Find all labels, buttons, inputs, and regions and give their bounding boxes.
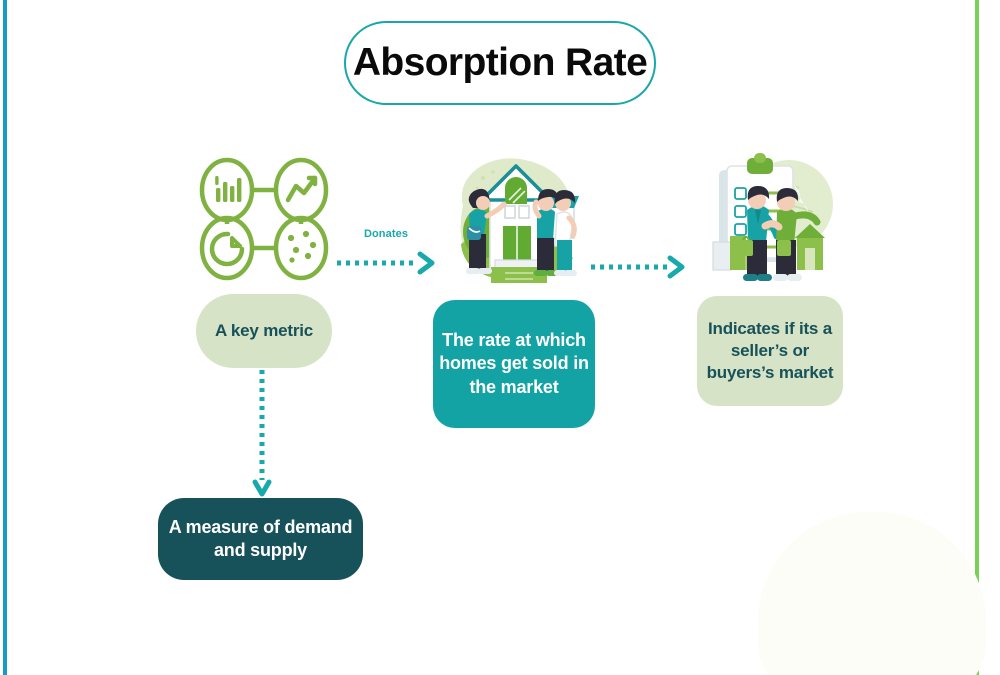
- node-demand-supply-label: A measure of demand and supply: [168, 516, 353, 560]
- house-with-people-illustration: [433, 148, 595, 295]
- page-title-pill: Absorption Rate: [344, 21, 656, 105]
- node-key-metric-label: A key metric: [214, 320, 314, 340]
- node-seller-buyer-market[interactable]: Indicates if its a seller’s or buyers’s …: [697, 148, 843, 406]
- left-edge-accent-bar: [3, 0, 7, 675]
- page-title: Absorption Rate: [352, 41, 648, 84]
- node-key-metric[interactable]: A key metric: [196, 148, 332, 368]
- connector-rate-to-market: [588, 255, 688, 281]
- connector-metric-to-rate-label: Donates: [363, 228, 409, 240]
- dotted-arrow-right-icon: [591, 255, 685, 279]
- dotted-arrow-down-icon: [252, 370, 272, 497]
- node-key-metric-label-chip: A key metric: [196, 294, 332, 368]
- node-rate-homes-sold[interactable]: The rate at which homes get sold in the …: [433, 148, 595, 428]
- handshake-clipboard-illustration: [697, 148, 843, 293]
- node-seller-buyer-market-label-chip: Indicates if its a seller’s or buyers’s …: [697, 296, 843, 406]
- decorative-watermark-blob: [758, 512, 986, 675]
- four-chart-circles-icon: [196, 148, 332, 293]
- connector-metric-to-supply: [246, 368, 278, 500]
- dotted-arrow-right-icon: [337, 251, 435, 275]
- node-rate-homes-sold-label: The rate at which homes get sold in the …: [439, 329, 589, 397]
- connector-metric-to-rate: Donates: [334, 228, 438, 280]
- right-edge-accent-bar: [975, 0, 979, 675]
- node-demand-supply[interactable]: A measure of demand and supply: [158, 498, 363, 580]
- node-rate-homes-sold-label-chip: The rate at which homes get sold in the …: [433, 300, 595, 428]
- node-seller-buyer-market-label: Indicates if its a seller’s or buyers’s …: [706, 318, 834, 383]
- node-demand-supply-label-chip: A measure of demand and supply: [158, 498, 363, 580]
